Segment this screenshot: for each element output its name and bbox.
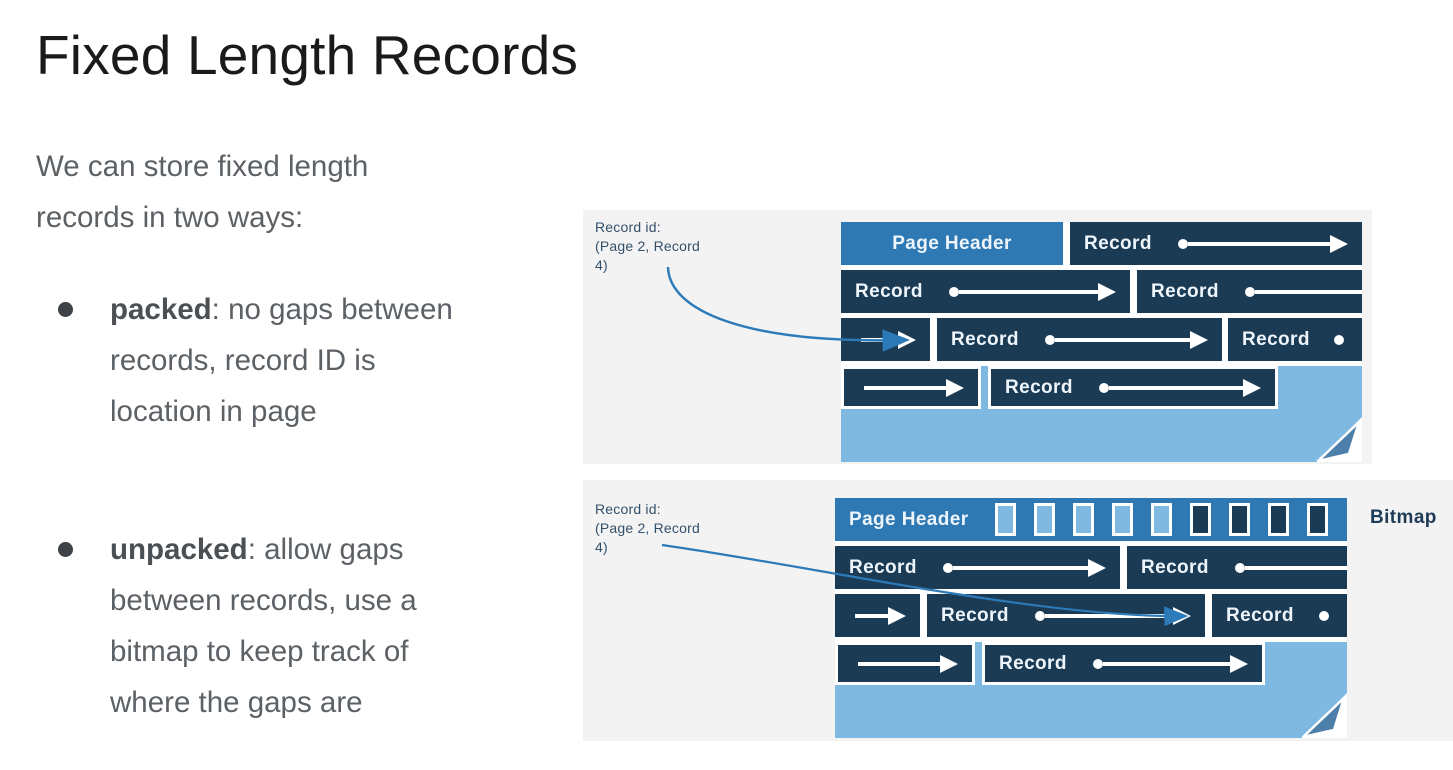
record-pointer-arrow bbox=[948, 282, 1116, 301]
record-box: Record bbox=[1127, 546, 1347, 589]
slot-arrow-box bbox=[841, 318, 930, 361]
bullet-dot-icon bbox=[58, 542, 73, 557]
record-box: Record bbox=[1228, 318, 1362, 361]
slot-arrow-box bbox=[835, 594, 920, 637]
bitmap-cell-dark bbox=[1190, 503, 1211, 536]
page-fold-icon bbox=[1301, 696, 1346, 738]
intro-line: records in two ways: bbox=[36, 201, 304, 234]
page-title: Fixed Length Records bbox=[36, 24, 579, 86]
bullet-text: packed: no gaps between records, record … bbox=[110, 293, 453, 428]
record-box: Record bbox=[937, 318, 1222, 361]
bullet-dot-icon bbox=[58, 302, 73, 317]
bullet-text: unpacked: allow gaps between records, us… bbox=[110, 533, 417, 719]
record-box: Record bbox=[841, 270, 1130, 313]
record-box: Record bbox=[1070, 222, 1362, 265]
record-box: Record bbox=[1137, 270, 1362, 313]
page-header-box: Page Header bbox=[841, 222, 1063, 265]
record-pointer-arrow bbox=[1098, 378, 1261, 397]
bitmap-cell-light bbox=[1034, 503, 1055, 536]
bitmap-cell-light bbox=[1073, 503, 1094, 536]
record-box: Record bbox=[1212, 594, 1347, 637]
page: Page Header Record Record Record Record bbox=[835, 498, 1347, 738]
slot-arrow bbox=[858, 654, 958, 673]
page-fold-icon bbox=[1316, 420, 1361, 462]
record-pointer-arrow bbox=[1319, 610, 1329, 621]
bitmap-cell-dark bbox=[1229, 503, 1250, 536]
page-header-box: Page Header bbox=[835, 498, 1347, 541]
bitmap-cell-light bbox=[995, 503, 1016, 536]
bitmap-cell-dark bbox=[1307, 503, 1328, 536]
slot-arrow bbox=[864, 378, 964, 397]
intro-paragraph: We can store fixed length records in two… bbox=[36, 141, 368, 243]
record-box: Record bbox=[835, 546, 1120, 589]
bullet-term: unpacked bbox=[110, 533, 248, 566]
bitmap-cell-light bbox=[1151, 503, 1172, 536]
bullet-list: packed: no gaps between records, record … bbox=[36, 284, 576, 728]
record-pointer-arrow bbox=[1177, 234, 1348, 253]
record-box: Record bbox=[927, 594, 1205, 637]
record-pointer-arrow bbox=[1334, 334, 1344, 345]
record-id-label: Record id: (Page 2, Record 4) bbox=[595, 501, 700, 555]
intro-line: We can store fixed length bbox=[36, 150, 369, 183]
slot-arrow bbox=[861, 330, 916, 349]
record-pointer-arrow bbox=[1234, 562, 1347, 573]
record-pointer-arrow bbox=[1244, 286, 1362, 297]
bitmap-cell-light bbox=[1112, 503, 1133, 536]
slot-arrow bbox=[855, 606, 906, 625]
bitmap-label: Bitmap bbox=[1370, 507, 1437, 528]
bullet-term: packed bbox=[110, 293, 212, 326]
unpacked-page-diagram: Record id: (Page 2, Record 4) Page Heade… bbox=[583, 480, 1453, 741]
bitmap-cells bbox=[995, 503, 1328, 536]
record-id-label: Record id: (Page 2, Record 4) bbox=[595, 219, 700, 273]
bullet-item-unpacked: unpacked: allow gaps between records, us… bbox=[36, 524, 576, 728]
record-pointer-arrow bbox=[1092, 654, 1248, 673]
bitmap-cell-dark bbox=[1268, 503, 1289, 536]
slot-arrow-box bbox=[835, 642, 975, 685]
slot-arrow-box bbox=[841, 366, 981, 409]
page: Page Header Record Record Record Record … bbox=[841, 222, 1362, 462]
record-pointer-arrow bbox=[1044, 330, 1208, 349]
record-pointer-arrow bbox=[942, 558, 1106, 577]
record-pointer-arrow bbox=[1034, 606, 1191, 625]
bullet-item-packed: packed: no gaps between records, record … bbox=[36, 284, 576, 437]
packed-page-diagram: Record id: (Page 2, Record 4) Page Heade… bbox=[583, 210, 1372, 464]
record-box: Record bbox=[982, 642, 1265, 685]
record-box: Record bbox=[988, 366, 1278, 409]
